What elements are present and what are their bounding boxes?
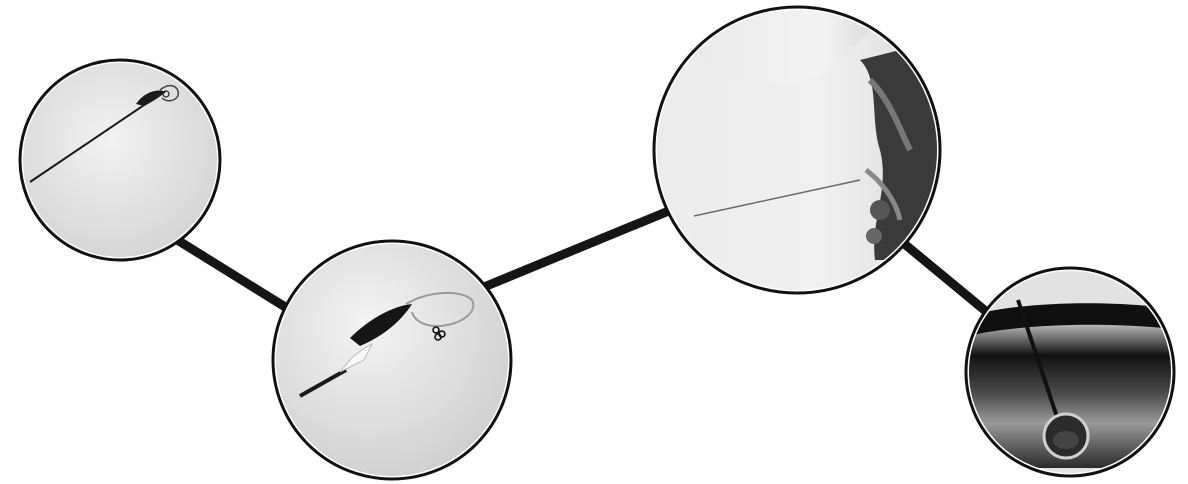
connector-2-3 <box>484 203 688 287</box>
panel-1-needle-with-tip <box>20 60 220 260</box>
panel-3-needle-in-tissue <box>654 0 940 300</box>
panel-2-needle-tip-closeup <box>273 241 511 479</box>
panel-4-needle-in-vessel <box>960 268 1180 476</box>
